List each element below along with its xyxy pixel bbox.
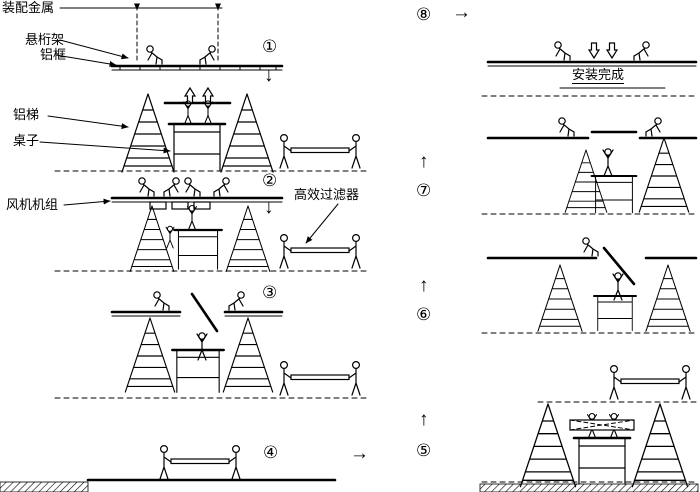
scene-lift-frame [39,87,369,173]
ladder-icon [631,403,689,488]
ladder-icon [564,149,608,213]
worker-icon [199,45,216,65]
scene-carry-in [537,365,699,403]
scene-step-7 [481,117,699,215]
scene-step-8 [481,41,699,97]
scene-step-1 [55,3,284,71]
worker-icon [138,177,155,197]
right-arrow-icon: → [452,2,471,23]
scene-step-2 [54,177,369,273]
carriers-icon [279,234,361,269]
worker-icon [153,291,170,311]
worker-icon [146,45,163,65]
label-table: 桌子 [13,133,40,148]
scene-step-6 [481,237,699,334]
worker-icon [213,177,230,197]
table-icon [572,436,632,486]
table-icon [593,295,637,332]
step-number-3: ③ [262,283,278,302]
up-arrow-icon: ↑ [419,151,429,172]
worker-icon [558,117,575,137]
label-aluminum-ladder: 铝梯 [13,107,40,122]
step-number-7: ⑦ [416,181,432,200]
table-icon [173,228,223,271]
worker-icon [196,332,208,361]
label-fan-unit: 风机机组 [6,197,59,212]
down-arrow-icon [606,42,618,59]
carriers-icon [609,365,691,400]
ladder-icon [519,403,577,488]
ladder-icon [124,317,176,393]
ladder-icon [645,264,691,332]
worker-icon [582,237,599,257]
table-icon [167,122,227,172]
worker-icon [165,225,175,249]
down-arrow-icon: ↓ [264,197,274,218]
ladder-icon [121,93,175,173]
worker-icon [602,148,614,177]
worker-icon [633,41,650,61]
step-number-5: ⑤ [416,441,432,460]
scene-step-5 [479,403,699,492]
down-arrow-icon [588,42,600,59]
ladder-icon [222,317,274,393]
step-number-8: ⑧ [416,5,432,24]
carriers-icon [159,445,241,480]
worker-icon [183,100,193,125]
worker-icon [163,177,180,197]
label-aluminum-frame: 铝框 [40,47,67,62]
worker-icon [184,177,201,197]
step-number-6: ⑥ [416,305,432,324]
up-arrow-icon: ↑ [419,409,429,430]
step-number-1: ① [262,37,278,56]
ladder-icon [537,264,583,332]
carriers-icon [279,361,361,396]
label-installation-complete: 安装完成 [572,67,625,84]
carriers-icon [279,134,361,169]
ladder-icon [220,93,274,173]
worker-icon [228,291,245,311]
label-hepa-filter: 高效过滤器 [294,187,360,202]
right-arrow-icon: → [350,443,369,464]
label-suspension-truss: 悬桁架 [25,32,65,47]
table-icon [171,348,225,394]
worker-icon [645,117,662,137]
ladder-icon [638,137,690,213]
scene-step-3 [54,291,369,399]
worker-icon [203,100,213,125]
step-number-2: ② [262,171,278,190]
down-arrow-icon: ↓ [264,65,274,86]
worker-icon [554,41,571,61]
step-number-4: ④ [263,443,279,462]
label-assembly-metal: 装配金属 [2,0,55,15]
ladder-icon [129,205,175,273]
scene-step-4 [0,445,337,492]
up-arrow-icon: ↑ [419,275,429,296]
worker-icon [186,204,198,231]
